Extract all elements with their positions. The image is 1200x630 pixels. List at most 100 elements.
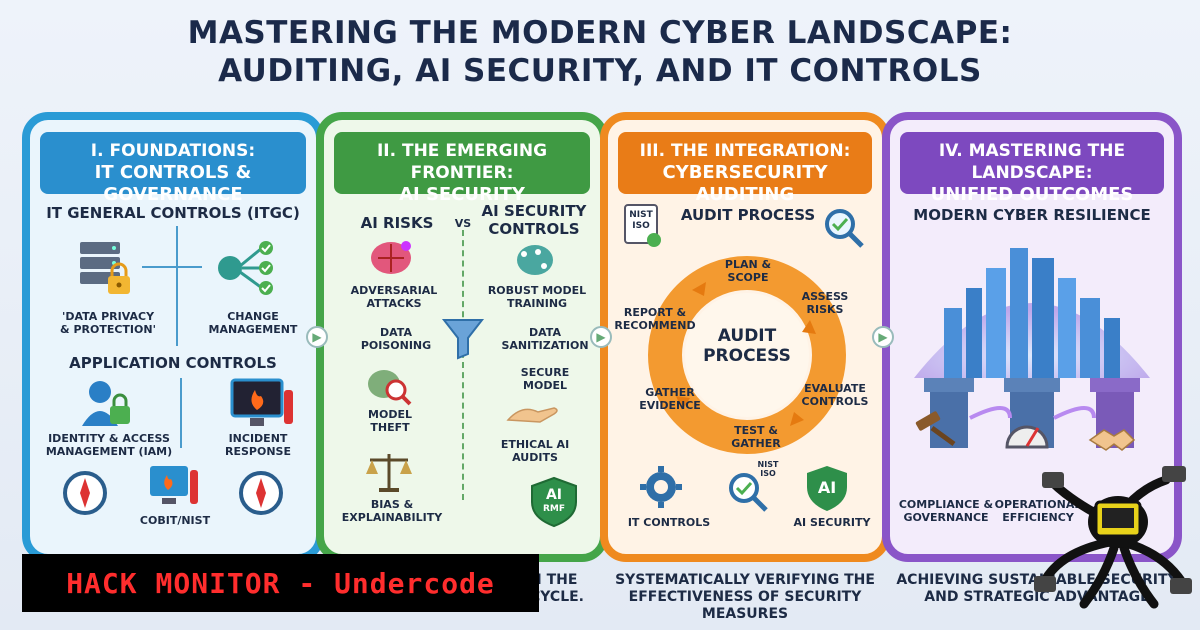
audit-process-center: AUDIT PROCESS xyxy=(692,326,802,366)
test-gather-step: TEST & GATHER xyxy=(716,424,796,450)
caption-panel-3-line-1: SYSTEMATICALLY VERIFYING THE xyxy=(615,572,875,588)
secure-model-line-1: SECURE xyxy=(520,366,570,379)
itgc-label: IT GENERAL CONTROLS (ITGC) xyxy=(46,204,300,222)
network-check-icon xyxy=(210,236,280,300)
connector-line xyxy=(142,266,202,268)
data-privacy-line-1: 'DATA PRIVACY xyxy=(61,310,155,323)
ai-shield-text: AI xyxy=(817,478,837,497)
iam-line-2: MANAGEMENT (IAM) xyxy=(45,445,173,458)
user-lock-icon xyxy=(78,376,138,432)
nist-doc-label: NIST xyxy=(629,210,653,220)
it-controls-label: IT CONTROLS xyxy=(627,516,711,529)
gather-evidence-line-1: GATHER xyxy=(645,386,695,399)
iso-small-label: ISO xyxy=(760,469,776,478)
brain-magnifier-icon xyxy=(364,364,414,406)
ethical-ai-audits-label: ETHICAL AI AUDITS xyxy=(480,438,590,464)
adversarial-attacks-label: ADVERSARIAL ATTACKS xyxy=(334,284,454,310)
plan-scope-step: PLAN & SCOPE xyxy=(708,258,788,284)
connector-line-lower xyxy=(180,378,182,448)
compliance-governance-line-2: GOVERNANCE xyxy=(903,511,989,524)
caption-panel-2: N THE CYCLE. xyxy=(530,572,590,606)
brain-virus-icon xyxy=(366,238,416,278)
data-sanitization-label: DATA SANITIZATION xyxy=(490,326,600,352)
panel-unified-outcomes-header-line-2: UNIFIED OUTCOMES xyxy=(930,184,1134,205)
report-recommend-step: REPORT & RECOMMEND xyxy=(610,306,700,332)
panel-ai-security-header-line-1: II. THE EMERGING FRONTIER: xyxy=(376,141,548,183)
operational-efficiency-line-1: OPERATIONAL xyxy=(994,498,1082,511)
server-lock-icon xyxy=(72,236,136,300)
data-sanitization-line-1: DATA xyxy=(529,326,561,339)
nist-small-label: NIST xyxy=(757,460,779,469)
application-controls-label: APPLICATION CONTROLS xyxy=(69,354,277,372)
panel-foundations-header-line-1: I. FOUNDATIONS: xyxy=(90,141,256,161)
octopus-hacker-logo-icon xyxy=(1032,452,1196,612)
panel-ai-security-header: II. THE EMERGING FRONTIER: AI SECURITY xyxy=(334,132,590,205)
secure-model-line-2: MODEL xyxy=(523,379,567,392)
evaluate-controls-line-1: EVALUATE xyxy=(804,382,866,395)
chevron-right-icon-3: ▶ xyxy=(872,326,894,348)
monitor-fire-icon xyxy=(228,376,298,432)
panel-unified-outcomes: IV. MASTERING THE LANDSCAPE: UNIFIED OUT… xyxy=(882,112,1182,562)
caption-panel-3-line-2: EFFECTIVENESS OF SECURITY MEASURES xyxy=(628,589,862,622)
operational-efficiency-line-2: EFFICIENCY xyxy=(1002,511,1074,524)
panel-ai-security-header-line-2: AI SECURITY xyxy=(399,184,525,205)
ai-shield-icon: AI xyxy=(804,464,850,514)
handshake-icon xyxy=(1086,420,1136,456)
assess-risks-line-1: ASSESS xyxy=(801,290,849,303)
data-sanitization-line-2: SANITIZATION xyxy=(501,339,589,352)
gather-evidence-line-2: EVIDENCE xyxy=(639,399,701,412)
nist-iso-small-label: NIST ISO xyxy=(748,460,788,478)
caption-panel-2-line-1: N THE xyxy=(530,572,578,588)
hand-icon xyxy=(504,396,560,426)
ai-security-label: AI SECURITY xyxy=(793,516,871,529)
ai-security-controls-line-2: CONTROLS xyxy=(488,220,580,238)
iso-doc-label: ISO xyxy=(632,221,650,231)
evaluate-controls-line-2: CONTROLS xyxy=(801,395,869,408)
panel-integration-header: III. THE INTEGRATION: CYBERSECURITY AUDI… xyxy=(618,132,872,205)
incident-response-line-1: INCIDENT xyxy=(228,432,288,445)
test-gather-line-2: GATHER xyxy=(731,437,781,450)
gavel-icon xyxy=(910,410,960,450)
report-recommend-line-2: RECOMMEND xyxy=(614,319,696,332)
connector-line-vertical xyxy=(176,226,178,346)
iam-label: IDENTITY & ACCESS MANAGEMENT (IAM) xyxy=(44,432,174,458)
compliance-governance-line-1: COMPLIANCE & xyxy=(898,498,994,511)
panel-foundations-header: I. FOUNDATIONS: IT CONTROLS & GOVERNANCE xyxy=(40,132,306,205)
change-management-line-2: MANAGEMENT xyxy=(208,323,298,336)
scales-icon xyxy=(364,450,414,494)
ai-rmf-badge-text: AI RMF xyxy=(528,488,580,516)
adversarial-attacks-line-2: ATTACKS xyxy=(366,297,422,310)
ai-rmf-shield-icon: AI RMF xyxy=(528,476,580,528)
compass-icon-right xyxy=(238,470,284,516)
vs-label: VS xyxy=(454,217,472,230)
ethical-ai-audits-line-2: AUDITS xyxy=(512,451,558,464)
cobit-nist-label: COBIT/NIST xyxy=(139,514,211,527)
bias-explainability-label: BIAS & EXPLAINABILITY xyxy=(332,498,452,524)
audit-process-label: AUDIT PROCESS xyxy=(680,206,816,224)
iam-line-1: IDENTITY & ACCESS xyxy=(48,432,170,445)
monitor-fire-extinguisher-icon xyxy=(146,460,202,512)
caption-panel-3: SYSTEMATICALLY VERIFYING THE EFFECTIVENE… xyxy=(610,572,880,623)
incident-response-label: INCIDENT RESPONSE xyxy=(198,432,316,458)
ai-risks-label: AI RISKS xyxy=(360,214,434,232)
assess-risks-step: ASSESS RISKS xyxy=(790,290,860,316)
data-privacy-label: 'DATA PRIVACY & PROTECTION' xyxy=(48,310,168,336)
magnifier-check-icon xyxy=(822,206,866,250)
caption-panel-2-line-2: CYCLE. xyxy=(530,589,584,605)
audit-process-center-line-2: PROCESS xyxy=(703,346,791,366)
gear-icon xyxy=(638,464,684,510)
brain-network-icon xyxy=(510,240,560,280)
data-privacy-line-2: & PROTECTION' xyxy=(60,323,156,336)
divider-line xyxy=(462,230,464,500)
evaluate-controls-step: EVALUATE CONTROLS xyxy=(792,382,878,408)
assess-risks-line-2: RISKS xyxy=(806,303,844,316)
panel-unified-outcomes-header: IV. MASTERING THE LANDSCAPE: UNIFIED OUT… xyxy=(900,132,1164,205)
title-line-2: AUDITING, AI SECURITY, AND IT CONTROLS xyxy=(218,53,982,89)
panel-integration-header-line-1: III. THE INTEGRATION: xyxy=(639,141,851,161)
data-poisoning-line-2: POISONING xyxy=(360,339,432,352)
ethical-ai-audits-line-1: ETHICAL AI xyxy=(500,438,570,451)
panel-foundations: I. FOUNDATIONS: IT CONTROLS & GOVERNANCE… xyxy=(22,112,324,562)
panel-integration: III. THE INTEGRATION: CYBERSECURITY AUDI… xyxy=(600,112,890,562)
panel-foundations-header-line-2: IT CONTROLS & GOVERNANCE xyxy=(94,162,252,205)
ai-security-controls-label: AI SECURITY CONTROLS xyxy=(474,202,594,238)
